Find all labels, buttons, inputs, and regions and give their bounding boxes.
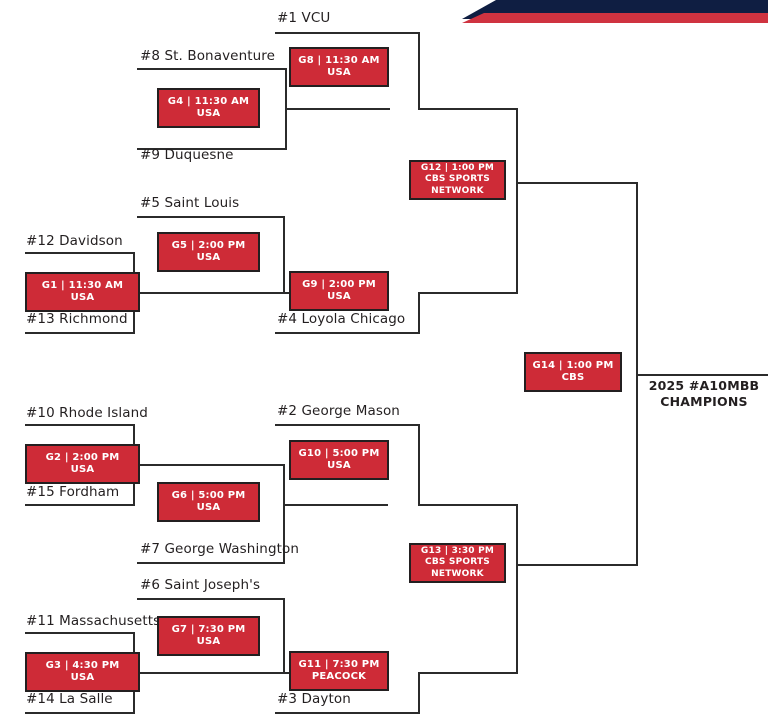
line-g8-join [418, 32, 420, 110]
team-label-gmason: #2 George Mason [277, 403, 400, 419]
line-g2-out [133, 464, 285, 466]
team-label-stjoseph: #6 Saint Joseph's [140, 577, 261, 593]
team-label-fordham: #15 Fordham [26, 484, 120, 500]
line-g13-join [516, 504, 518, 674]
line-stbonny [137, 68, 287, 70]
game-box-g11[interactable]: G11 | 7:30 PM PEACOCK [289, 651, 389, 691]
team-label-duquesne: #9 Duquesne [140, 147, 234, 163]
game-g2-line1: G2 | 2:00 PM [45, 451, 120, 463]
team-label-gwashington: #7 George Washington [140, 541, 300, 557]
game-g7-line2: USA [196, 636, 221, 647]
game-g3-line1: G3 | 4:30 PM [45, 659, 120, 671]
line-g9-out [418, 292, 518, 294]
game-g2-line2: USA [70, 464, 95, 475]
line-stjoseph [137, 598, 285, 600]
line-g4-out [285, 108, 390, 110]
line-g3-out [133, 672, 285, 674]
game-box-g3[interactable]: G3 | 4:30 PM USA [25, 652, 140, 692]
line-g1-out [133, 292, 285, 294]
game-g11-line1: G11 | 7:30 PM [298, 658, 380, 670]
game-g4-line1: G4 | 11:30 AM [167, 95, 250, 107]
game-box-g7[interactable]: G7 | 7:30 PM USA [157, 616, 260, 656]
champion-label: 2025 #A10MBB CHAMPIONS [648, 378, 760, 409]
game-box-g2[interactable]: G2 | 2:00 PM USA [25, 444, 140, 484]
game-g7-line1: G7 | 7:30 PM [171, 623, 246, 635]
line-lasalle [25, 712, 135, 714]
game-g1-line1: G1 | 11:30 AM [41, 279, 124, 291]
game-g12-line1: G12 | 1:00 PM [420, 163, 495, 174]
team-label-vcu: #1 VCU [277, 10, 331, 26]
game-g6-line2: USA [196, 502, 221, 513]
line-dayton [275, 712, 420, 714]
game-g13-line1: G13 | 3:30 PM [420, 546, 495, 557]
game-g11-line2: PEACOCK [311, 671, 367, 682]
line-g8-out [418, 108, 518, 110]
game-box-g9[interactable]: G9 | 2:00 PM USA [289, 271, 389, 311]
team-label-davidson: #12 Davidson [26, 233, 123, 249]
line-g6-out [283, 504, 388, 506]
team-label-saintlouis: #5 Saint Louis [140, 195, 240, 211]
line-saintlouis [137, 216, 285, 218]
team-label-stbonny: #8 St. Bonaventure [140, 48, 276, 64]
game-box-g13[interactable]: G13 | 3:30 PM CBS SPORTS NETWORK [409, 543, 506, 583]
game-g5-line2: USA [196, 252, 221, 263]
game-box-g10[interactable]: G10 | 5:00 PM USA [289, 440, 389, 480]
line-umass [25, 632, 135, 634]
line-g13-out [516, 564, 638, 566]
line-gwashington [137, 562, 285, 564]
game-g8-line1: G8 | 11:30 AM [298, 54, 380, 66]
line-vcu [275, 32, 420, 34]
team-label-rhodeisland: #10 Rhode Island [26, 405, 148, 421]
game-g13-line2: CBS SPORTS NETWORK [425, 557, 490, 579]
line-fordham [25, 504, 135, 506]
game-g5-line1: G5 | 2:00 PM [171, 239, 246, 251]
line-g11-out [418, 672, 518, 674]
line-duquesne [137, 148, 287, 150]
team-label-lasalle: #14 La Salle [26, 691, 113, 707]
game-g10-line1: G10 | 5:00 PM [298, 447, 380, 459]
team-label-dayton: #3 Dayton [277, 691, 351, 707]
line-g5-join [283, 216, 285, 294]
team-label-loyola: #4 Loyola Chicago [277, 311, 406, 327]
line-richmond [25, 332, 135, 334]
game-box-g14[interactable]: G14 | 1:00 PM CBS [524, 352, 622, 392]
game-g8-line2: USA [327, 67, 351, 78]
game-box-g1[interactable]: G1 | 11:30 AM USA [25, 272, 140, 312]
line-champion [636, 374, 768, 376]
line-rhodeisland [25, 424, 135, 426]
header-banner-red [462, 13, 768, 23]
game-g1-line2: USA [70, 292, 95, 303]
game-box-g4[interactable]: G4 | 11:30 AM USA [157, 88, 260, 128]
line-loyola [275, 332, 420, 334]
game-g14-line1: G14 | 1:00 PM [532, 359, 614, 371]
line-g12-join [516, 108, 518, 294]
game-g6-line1: G6 | 5:00 PM [171, 489, 246, 501]
game-g12-line2: CBS SPORTS NETWORK [425, 174, 490, 196]
line-g10-join [418, 424, 420, 506]
game-g3-line2: USA [70, 672, 95, 683]
line-g10-out [418, 504, 518, 506]
team-label-richmond: #13 Richmond [26, 311, 128, 327]
line-g11-join [418, 672, 420, 714]
game-g9-line1: G9 | 2:00 PM [302, 278, 376, 290]
line-g7-join [283, 598, 285, 674]
game-g10-line2: USA [327, 460, 351, 471]
game-g4-line2: USA [196, 108, 221, 119]
game-box-g8[interactable]: G8 | 11:30 AM USA [289, 47, 389, 87]
line-g12-out [516, 182, 638, 184]
game-g9-line2: USA [327, 291, 351, 302]
line-g6-join [283, 464, 285, 564]
line-gmason [275, 424, 420, 426]
game-box-g5[interactable]: G5 | 2:00 PM USA [157, 232, 260, 272]
game-box-g12[interactable]: G12 | 1:00 PM CBS SPORTS NETWORK [409, 160, 506, 200]
game-g14-line2: CBS [561, 372, 585, 383]
team-label-umass: #11 Massachusetts [26, 613, 161, 629]
game-box-g6[interactable]: G6 | 5:00 PM USA [157, 482, 260, 522]
line-davidson [25, 252, 135, 254]
line-g9-join [418, 292, 420, 334]
